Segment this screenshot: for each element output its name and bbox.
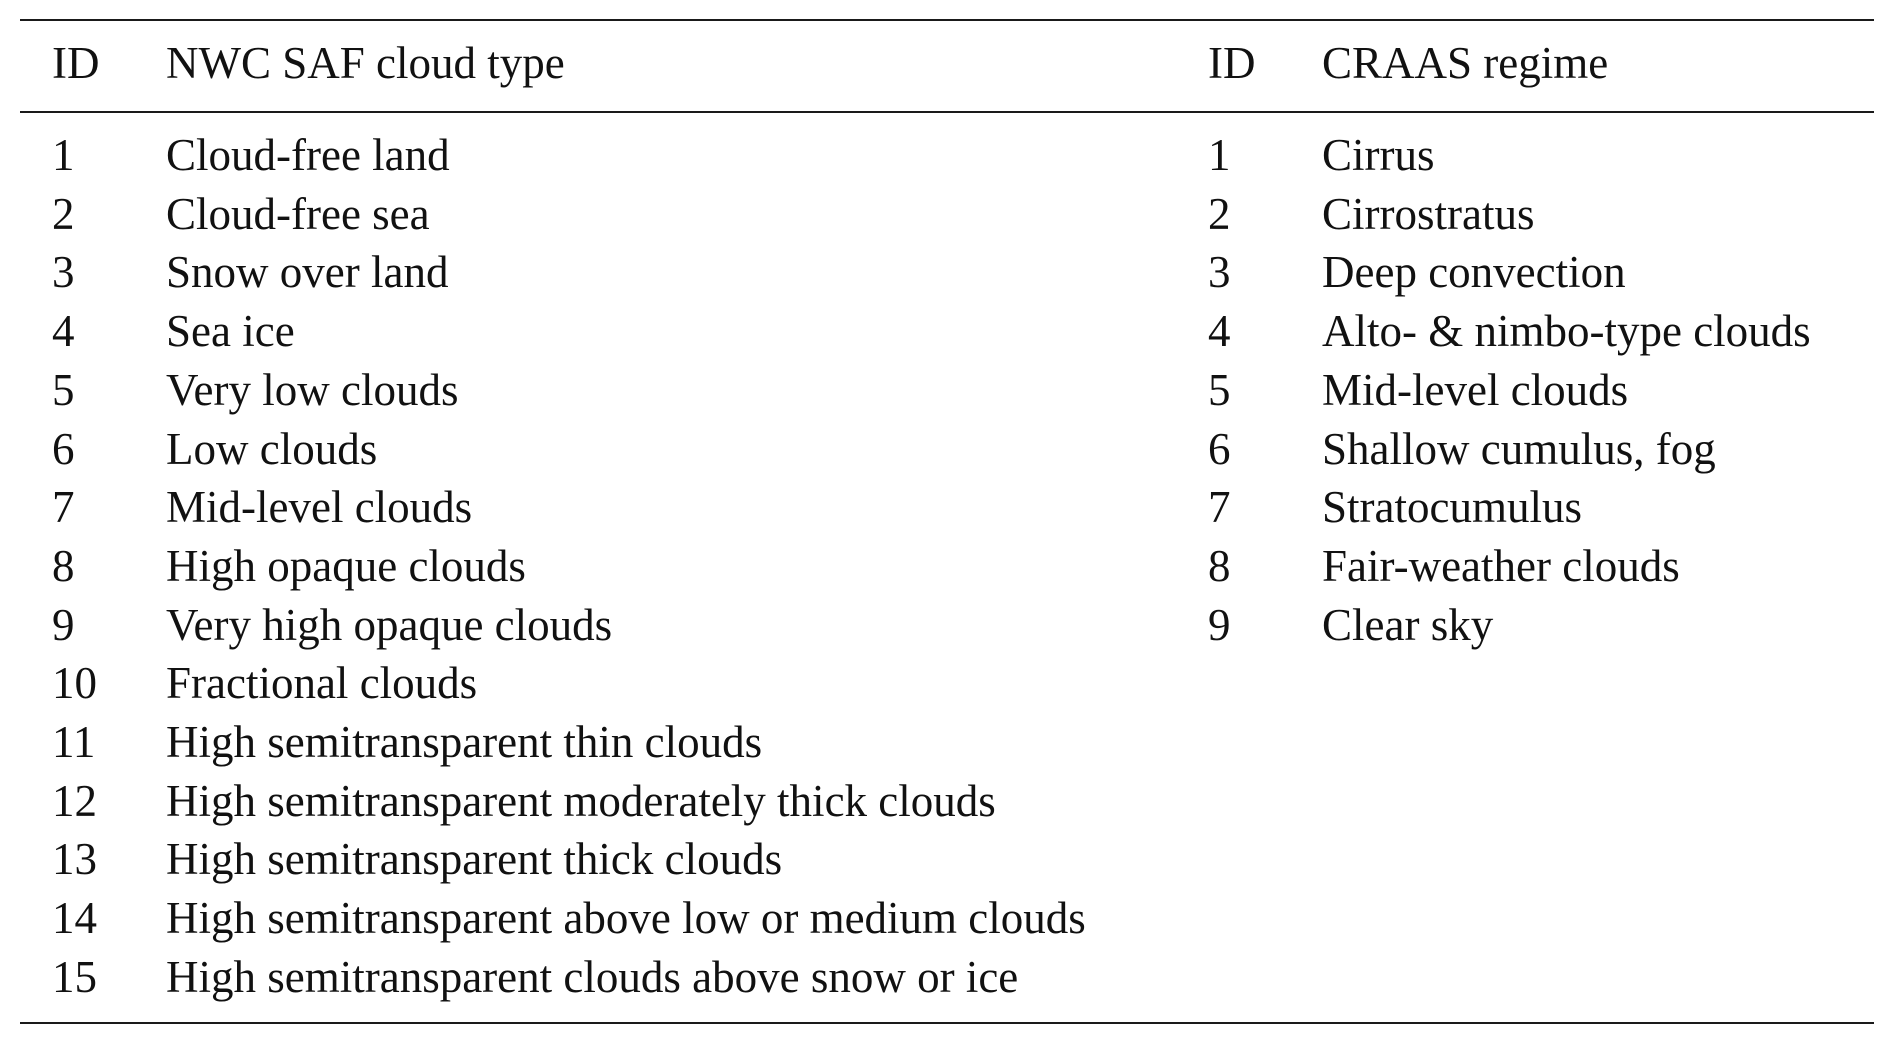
cloud-type-row-name: Cloud-free land	[166, 130, 450, 180]
cloud-type-row-name: Sea ice	[166, 306, 295, 356]
cloud-type-row-name: Mid-level clouds	[166, 482, 473, 532]
craas-regime-row-id: 5	[1208, 365, 1231, 415]
craas-regime-row-name: Cirrostratus	[1322, 189, 1535, 239]
cloud-type-row-id: 15	[52, 952, 97, 1002]
cloud-type-row-name: High semitransparent thick clouds	[166, 834, 783, 884]
craas-regime-row-name: Mid-level clouds	[1322, 365, 1629, 415]
cloud-type-row-id: 4	[52, 306, 75, 356]
cloud-type-row-id: 6	[52, 424, 75, 474]
craas-regime-row-name: Cirrus	[1322, 130, 1435, 180]
header-craas-regime: CRAAS regime	[1322, 38, 1609, 88]
cloud-type-row-name: Very low clouds	[166, 365, 459, 415]
cloud-type-row-id: 11	[52, 717, 96, 767]
cloud-type-row-id: 12	[52, 776, 97, 826]
craas-regime-row-id: 7	[1208, 482, 1231, 532]
cloud-type-row-name: Low clouds	[166, 424, 378, 474]
cloud-type-row-id: 8	[52, 541, 75, 591]
craas-regime-row-name: Fair-weather clouds	[1322, 541, 1680, 591]
craas-regime-row-id: 1	[1208, 130, 1231, 180]
cloud-type-row-name: Fractional clouds	[166, 658, 478, 708]
craas-regime-row-id: 8	[1208, 541, 1231, 591]
craas-regime-row-name: Deep convection	[1322, 247, 1626, 297]
craas-regime-row-id: 6	[1208, 424, 1231, 474]
cloud-type-row-name: High opaque clouds	[166, 541, 526, 591]
header-left-id: ID	[52, 38, 100, 88]
header-nwc-saf-cloud-type: NWC SAF cloud type	[166, 38, 565, 88]
cloud-type-row-id: 9	[52, 600, 75, 650]
craas-regime-row-id: 9	[1208, 600, 1231, 650]
craas-regime-row-id: 3	[1208, 247, 1231, 297]
cloud-type-row-id: 7	[52, 482, 75, 532]
cloud-type-row-id: 10	[52, 658, 97, 708]
cloud-type-row-name: Snow over land	[166, 247, 449, 297]
cloud-type-row-name: High semitransparent moderately thick cl…	[166, 776, 996, 826]
craas-regime-row-id: 4	[1208, 306, 1231, 356]
craas-regime-row-name: Clear sky	[1322, 600, 1494, 650]
cloud-type-row-id: 14	[52, 893, 97, 943]
cloud-type-row-name: High semitransparent above low or medium…	[166, 893, 1086, 943]
cloud-type-row-id: 1	[52, 130, 75, 180]
table-header-rule	[20, 111, 1874, 113]
cloud-type-row-name: Very high opaque clouds	[166, 600, 613, 650]
cloud-type-row-id: 13	[52, 834, 97, 884]
craas-regime-row-name: Shallow cumulus, fog	[1322, 424, 1716, 474]
craas-regime-row-name: Stratocumulus	[1322, 482, 1582, 532]
table-bottom-rule	[20, 1022, 1874, 1024]
cloud-type-row-name: High semitransparent thin clouds	[166, 717, 763, 767]
craas-regime-row-name: Alto- & nimbo-type clouds	[1322, 306, 1811, 356]
header-right-id: ID	[1208, 38, 1256, 88]
table-top-rule	[20, 19, 1874, 21]
craas-regime-row-id: 2	[1208, 189, 1231, 239]
cloud-type-row-name: High semitransparent clouds above snow o…	[166, 952, 1019, 1002]
cloud-type-row-id: 2	[52, 189, 75, 239]
cloud-type-row-id: 3	[52, 247, 75, 297]
cloud-type-row-id: 5	[52, 365, 75, 415]
cloud-type-row-name: Cloud-free sea	[166, 189, 430, 239]
